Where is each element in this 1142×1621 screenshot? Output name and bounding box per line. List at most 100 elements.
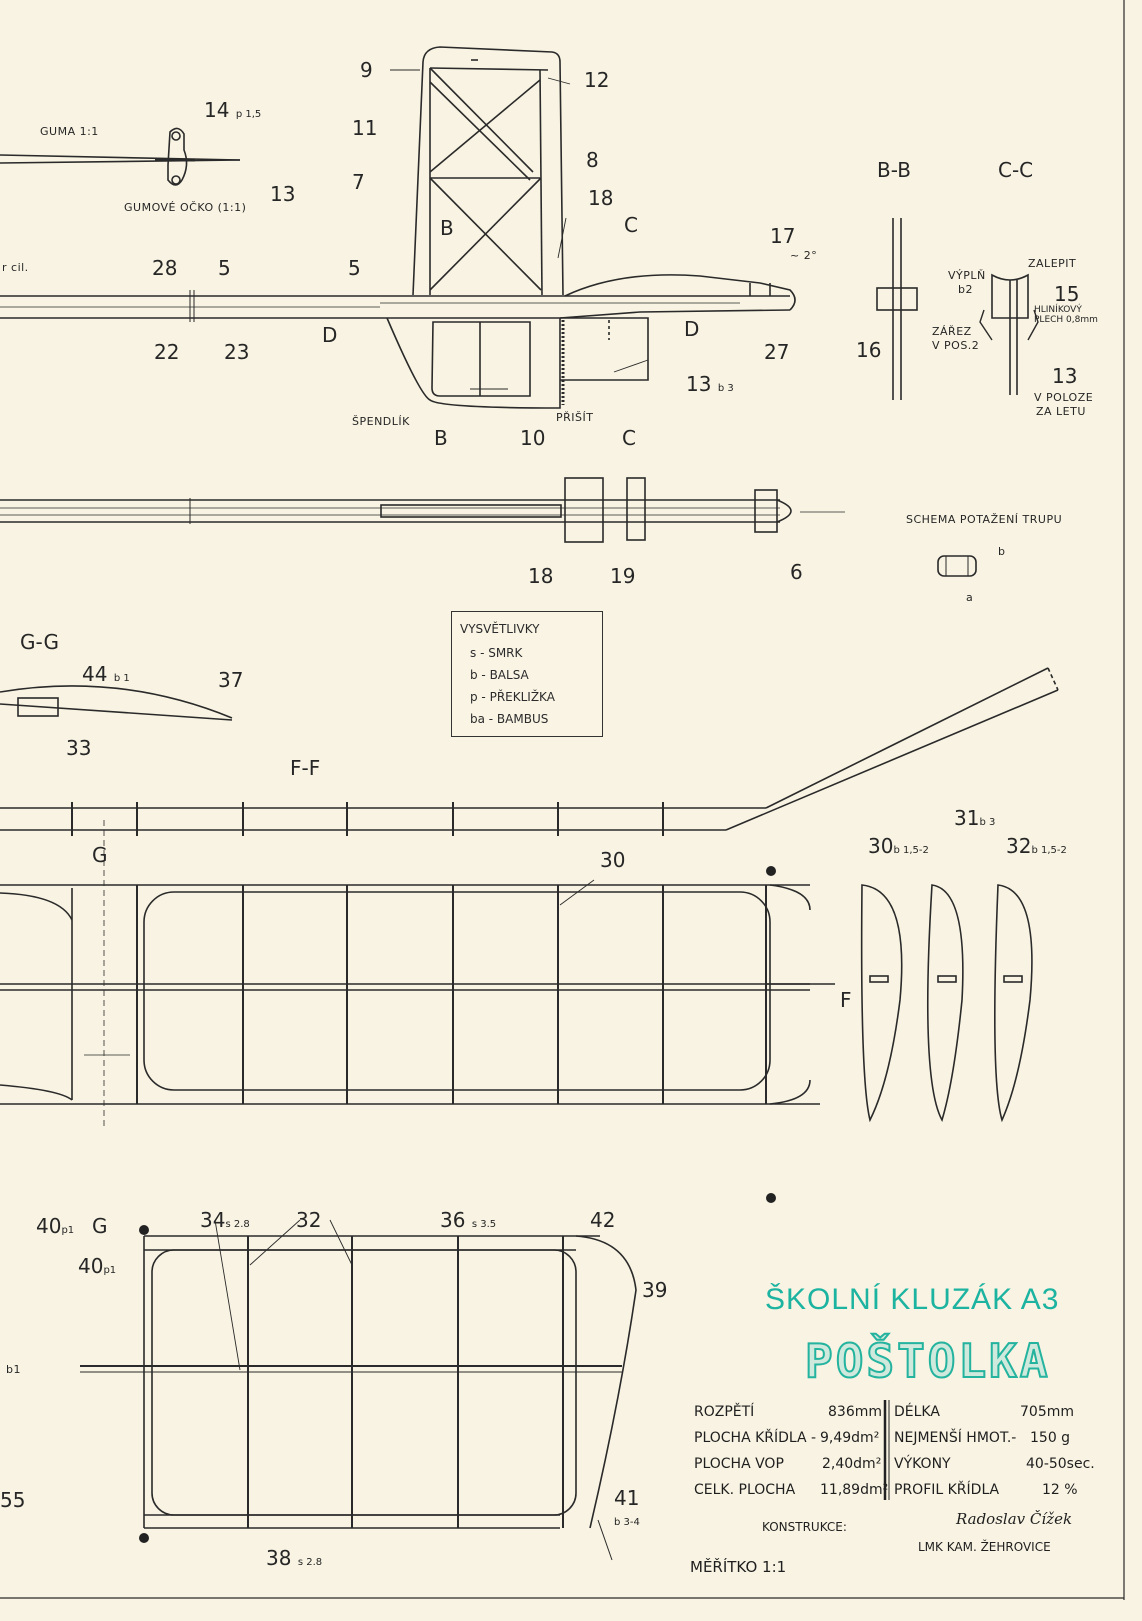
cut-b-top: B [440,216,454,240]
legend-row: s - SMRK [470,646,523,660]
legend-row: b - BALSA [470,668,529,682]
part-5a: 5 [218,256,231,280]
spec-value: 836mm [828,1404,882,1420]
part-28: 28 [152,256,178,280]
note-zalepit: ZALEPIT [1028,257,1077,270]
part-32-rib: 32b 1,5-2 [1006,834,1067,858]
section-ff [0,667,1059,836]
note-plech: PLECH 0,8mm [1034,315,1098,325]
part-38: 38 s 2.8 [266,1546,323,1570]
edge-55: 55 [0,1488,26,1512]
section-gg [0,685,233,721]
spec-value: 12 % [1042,1482,1078,1498]
note-vypln-b2: b2 [958,283,973,296]
note-left-cut: r cil. [2,261,29,274]
part-30-rib: 30b 1,5-2 [868,834,929,858]
cut-d-right: D [684,317,700,341]
spec-label: PLOCHA KŘÍDLA - [694,1430,817,1446]
note-zarez: ZÁŘEZ [932,325,972,338]
cut-c-top: C [624,213,638,237]
section-cc-title: C-C [998,158,1034,182]
part-6: 6 [790,560,803,584]
legend-box: VYSVĚTLIVKY s - SMRK b - BALSA p - PŘEKL… [451,611,603,737]
part-11: 11 [352,116,378,140]
part-42: 42 [590,1208,616,1232]
note-zarez-pos: V POS.2 [932,339,980,352]
part-16: 16 [856,338,882,362]
legend-row: p - PŘEKLIŽKA [470,690,555,704]
cut-f: F [840,988,852,1012]
section-bb-title: B-B [877,158,911,182]
part-44: 44 b 1 [82,662,130,686]
part-8: 8 [586,148,599,172]
spec-label: CELK. PLOCHA [694,1482,796,1498]
stabilizer [80,1235,637,1561]
part-32b: 32 [296,1208,322,1232]
part-37: 37 [218,668,244,692]
part-5b: 5 [348,256,361,280]
spec-value: 11,89dm² [820,1482,889,1498]
cut-b-bottom: B [434,426,448,450]
part-7: 7 [352,170,365,194]
plan-title: ŠKOLNÍ KLUZÁK A3 [765,1283,1060,1316]
note-gumove-ocko: GUMOVÉ OČKO (1:1) [124,201,247,214]
part-31: 31b 3 [954,806,996,830]
part-13a: 13 [270,182,296,206]
rudder-horn [0,127,241,186]
legend-row: ba - BAMBUS [470,712,549,726]
section-bb [876,218,918,400]
fin-side-view [412,46,564,296]
note-vypln: VÝPLŇ [948,269,986,282]
note-prisit: PŘIŠÍT [556,411,594,424]
drawing-scale: MĚŘÍTKO 1:1 [690,1558,787,1576]
part-13b: 13 b 3 [686,372,734,396]
note-guma: GUMA 1:1 [40,125,99,138]
fuselage-top [0,477,845,543]
part-33: 33 [66,736,92,760]
part-34: 34s 2.8 [200,1208,250,1232]
spec-label: DÉLKA [894,1404,940,1420]
edge-b1: b1 [6,1363,21,1376]
legend-title: VYSVĚTLIVKY [460,622,540,636]
cut-g-bottom: G [92,1214,108,1238]
part-22: 22 [154,340,180,364]
part-10: 10 [520,426,546,450]
spec-value: 2,40dm² [822,1456,882,1472]
wing-panel [0,820,835,1130]
spec-label: ROZPĚTÍ [694,1404,755,1420]
part-18a: 18 [588,186,614,210]
part-27: 27 [764,340,790,364]
spec-value: 705mm [1020,1404,1074,1420]
spec-value: 9,49dm² [820,1430,880,1446]
part-18b: 18 [528,564,554,588]
designer-signature: Radoslav Čížek [956,1510,1073,1528]
cut-g-top: G [92,843,108,867]
rib-profiles [860,884,1033,1123]
note-spendlik: ŠPENDLÍK [352,415,410,428]
club-name: LMK KAM. ŽEHROVICE [918,1540,1051,1554]
section-gg-title: G-G [20,630,59,654]
spec-value: 150 g [1030,1430,1071,1446]
covering-schema [937,555,977,577]
section-ff-title: F-F [290,756,321,780]
note-schema-a: a [966,591,974,604]
part-9: 9 [360,58,373,82]
designer-label: KONSTRUKCE: [762,1520,847,1534]
plan-name: POŠTOLKA [804,1333,1051,1389]
part-40b: 40p1 [78,1254,117,1278]
part-23: 23 [224,340,250,364]
spec-label: PROFIL KŘÍDLA [894,1482,1000,1498]
part-19: 19 [610,564,636,588]
part-13c: 13 [1052,364,1078,388]
part-39: 39 [642,1278,668,1302]
note-hlinikovy: HLINÍKOVÝ [1034,305,1082,315]
note-schema-b: b [998,545,1006,558]
part-36: 36 s 3.5 [440,1208,497,1232]
spec-label: VÝKONY [894,1456,951,1472]
cut-c-bottom: C [622,426,636,450]
cg-markers [139,866,776,1543]
